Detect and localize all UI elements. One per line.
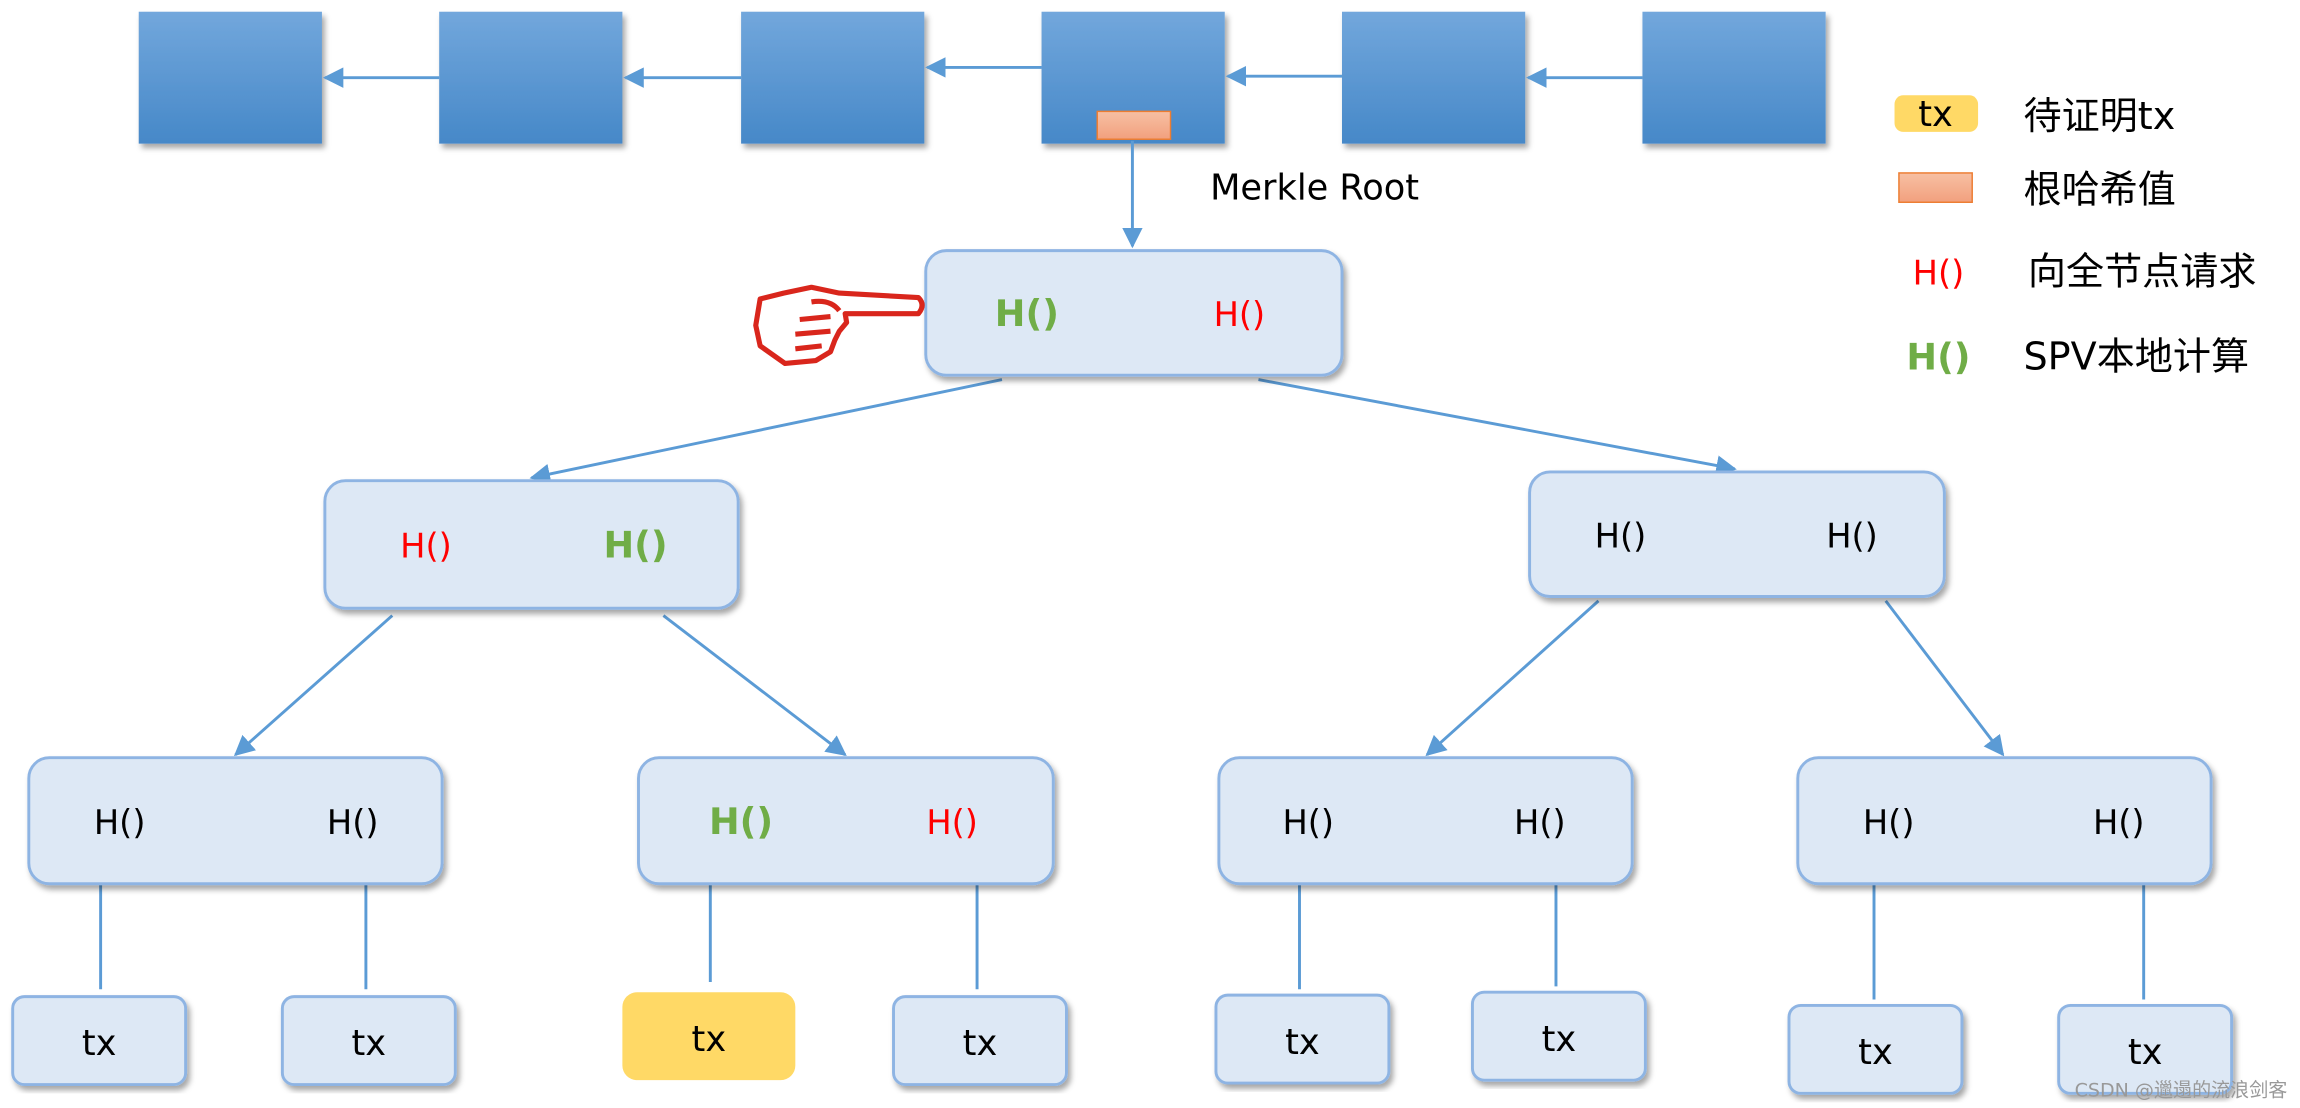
hash-requested: H()	[400, 527, 452, 566]
merkle-node: H() H()	[323, 479, 740, 610]
node-box	[323, 479, 740, 610]
merkle-node: H() H()	[637, 756, 1055, 886]
tx-label: tx	[1858, 1032, 1893, 1073]
block	[1642, 11, 1826, 144]
hash-requested: H()	[1214, 295, 1266, 334]
tx-label: tx	[963, 1023, 998, 1064]
tx-leaf: tx	[280, 995, 457, 1087]
legend-label: SPV本地计算	[2024, 334, 2250, 378]
tx-label: tx	[1542, 1019, 1577, 1060]
hash: H()	[1863, 803, 1915, 842]
hash: H()	[1595, 516, 1647, 555]
pointing-hand-icon	[753, 284, 925, 367]
hash: H()	[2093, 803, 2145, 842]
tx-leaf: tx	[11, 995, 188, 1087]
leaf-lines	[99, 883, 2146, 1000]
hash: H()	[94, 803, 146, 842]
node-box	[1528, 470, 1946, 598]
node-box	[924, 249, 1344, 377]
tx-box	[1214, 993, 1391, 1085]
merkle-node: H() H()	[924, 249, 1344, 377]
merkle-node: H() H()	[27, 756, 444, 886]
tx-label: tx	[1285, 1022, 1320, 1063]
hash-computed: H()	[604, 524, 668, 567]
hash: H()	[327, 803, 379, 842]
legend: tx 待证明tx 根哈希值 H() 向全节点请求 H() SPV本地计算	[1894, 94, 2257, 378]
root-hash-marker	[1096, 110, 1172, 140]
tree-arrows	[233, 378, 2005, 757]
chain-arrows	[322, 57, 1643, 88]
legend-computed-symbol: H()	[1906, 335, 1970, 378]
tx-to-prove: tx	[622, 992, 796, 1081]
tx-label: tx	[692, 1019, 727, 1060]
tx-box	[622, 992, 796, 1081]
block	[138, 11, 322, 144]
merkle-node: H() H()	[1528, 470, 1946, 598]
legend-root-swatch	[1898, 172, 1973, 203]
tx-leaf: tx	[1787, 1003, 1964, 1095]
legend-tx-symbol: tx	[1918, 94, 1953, 135]
tx-leaf: tx	[892, 995, 1068, 1087]
legend-requested-symbol: H()	[1913, 253, 1965, 292]
tx-box	[1470, 990, 1647, 1082]
tx-box	[2057, 1003, 2234, 1095]
tx-box	[280, 995, 457, 1087]
watermark: CSDN @邋遢的流浪剑客	[2075, 1079, 2288, 1101]
hash: H()	[1282, 803, 1334, 842]
legend-label: 根哈希值	[2024, 167, 2176, 211]
hash: H()	[1514, 803, 1566, 842]
tx-leaves: tx tx tx tx tx tx tx tx	[11, 990, 2234, 1095]
tx-label: tx	[82, 1023, 117, 1064]
tx-box	[11, 995, 188, 1087]
tx-leaf: tx	[1214, 993, 1391, 1085]
hash-computed: H()	[709, 800, 773, 843]
tx-box	[1787, 1003, 1964, 1095]
legend-label: 向全节点请求	[2028, 249, 2257, 293]
tx-label: tx	[352, 1023, 387, 1064]
hash-requested: H()	[926, 803, 978, 842]
node-box	[637, 756, 1055, 886]
block	[741, 11, 925, 144]
tx-box	[892, 995, 1068, 1087]
blockchain	[138, 11, 1826, 144]
block	[439, 11, 623, 144]
hash-computed: H()	[995, 292, 1059, 335]
node-box	[27, 756, 444, 886]
tx-label: tx	[2128, 1032, 2163, 1073]
legend-tx-swatch	[1894, 95, 1979, 132]
merkle-node: H() H()	[1796, 756, 2213, 886]
tx-leaf: tx	[2057, 1003, 2234, 1095]
node-box	[1217, 756, 1634, 886]
tx-leaf: tx	[1470, 990, 1647, 1082]
merkle-node: H() H()	[1217, 756, 1634, 886]
merkle-nodes: H()H()H()H()H()H()H()H()H()H()H()H()H()H…	[27, 249, 2213, 886]
block	[1341, 11, 1526, 144]
hash: H()	[1826, 516, 1878, 555]
node-box	[1796, 756, 2213, 886]
merkle-root-label: Merkle Root	[1210, 167, 1419, 208]
legend-label: 待证明tx	[2024, 94, 2176, 138]
